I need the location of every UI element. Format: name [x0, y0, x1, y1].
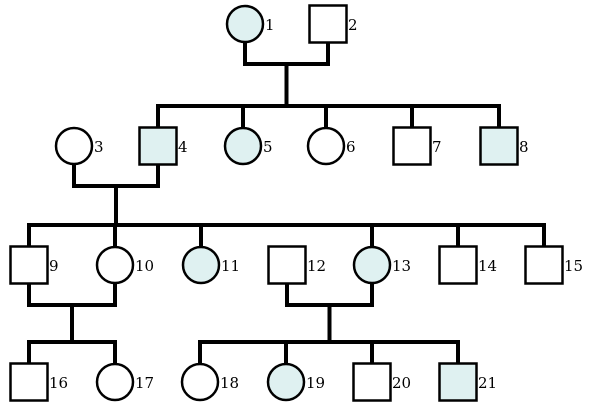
male-unaffected-15: [524, 245, 564, 285]
female-affected-5: [223, 126, 263, 166]
female-affected-19: [266, 362, 306, 402]
label-21: 21: [478, 374, 497, 392]
label-7: 7: [432, 138, 442, 156]
label-14: 14: [478, 257, 497, 275]
label-16: 16: [49, 374, 68, 392]
label-5: 5: [263, 138, 273, 156]
label-4: 4: [178, 138, 188, 156]
label-19: 19: [306, 374, 325, 392]
label-15: 15: [564, 257, 583, 275]
female-unaffected-18: [180, 362, 220, 402]
label-20: 20: [392, 374, 411, 392]
label-3: 3: [94, 138, 104, 156]
female-unaffected-3: [54, 126, 94, 166]
female-affected-1: [225, 4, 265, 44]
male-unaffected-9: [9, 245, 49, 285]
male-affected-8: [479, 126, 519, 166]
female-unaffected-10: [95, 245, 135, 285]
label-10: 10: [135, 257, 154, 275]
label-1: 1: [265, 16, 275, 34]
male-unaffected-7: [392, 126, 432, 166]
male-unaffected-20: [352, 362, 392, 402]
female-unaffected-17: [95, 362, 135, 402]
individual-symbols: [9, 4, 564, 402]
label-8: 8: [519, 138, 529, 156]
male-unaffected-16: [9, 362, 49, 402]
male-affected-21: [438, 362, 478, 402]
male-unaffected-12: [267, 245, 307, 285]
relationship-lines: [27, 40, 546, 366]
female-affected-11: [181, 245, 221, 285]
label-17: 17: [135, 374, 154, 392]
male-unaffected-14: [438, 245, 478, 285]
label-6: 6: [346, 138, 356, 156]
label-12: 12: [307, 257, 326, 275]
female-unaffected-6: [306, 126, 346, 166]
female-affected-13: [352, 245, 392, 285]
label-11: 11: [221, 257, 240, 275]
label-18: 18: [220, 374, 239, 392]
label-13: 13: [392, 257, 411, 275]
label-2: 2: [348, 16, 358, 34]
label-9: 9: [49, 257, 59, 275]
male-affected-4: [138, 126, 178, 166]
male-unaffected-2: [308, 4, 348, 44]
